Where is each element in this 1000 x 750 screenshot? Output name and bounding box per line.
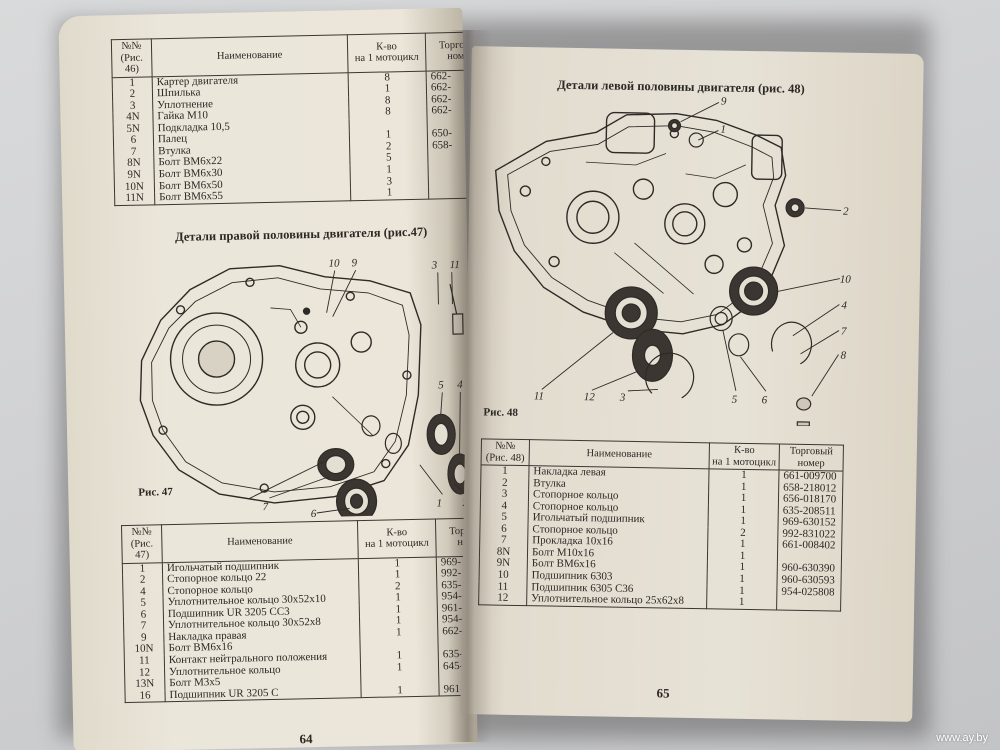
bearing-fig47 bbox=[317, 415, 402, 522]
cell-col-number: 11N bbox=[114, 192, 155, 206]
cell-col-trade-number bbox=[776, 597, 841, 611]
cell-col-number: 5N bbox=[113, 123, 154, 136]
callout-12: 12 bbox=[584, 391, 596, 403]
callout-2: 2 bbox=[843, 206, 849, 218]
cell-col-number: 13N bbox=[124, 678, 165, 691]
callout-5: 5 bbox=[732, 394, 738, 406]
callout-7: 7 bbox=[841, 326, 847, 338]
cell-col-number: 7 bbox=[113, 146, 154, 159]
callout-11: 11 bbox=[534, 390, 544, 402]
callout-7: 7 bbox=[263, 501, 269, 513]
cell-col-trade-number: 661-009700 bbox=[778, 470, 844, 484]
callout-6: 6 bbox=[311, 508, 317, 520]
cell-col-number: 5 bbox=[123, 597, 164, 610]
cell-col-qty: 1 bbox=[350, 186, 429, 201]
bearings-fig48 bbox=[604, 119, 813, 427]
cell-col-number: 7 bbox=[123, 620, 164, 633]
header-col-name: Наименование bbox=[151, 34, 349, 77]
callout-3: 3 bbox=[431, 259, 438, 271]
header-col-number: №№ (Рис. 47) bbox=[121, 524, 163, 564]
header-col-number: №№ (Рис. 46) bbox=[111, 38, 153, 78]
watermark: www.ay.by bbox=[936, 732, 988, 744]
callout-9: 9 bbox=[721, 95, 727, 107]
cell-col-number: 16 bbox=[124, 689, 166, 703]
cell-col-number: 2 bbox=[122, 574, 163, 587]
header-col-qty: К-во на 1 мотоцикл bbox=[709, 442, 780, 471]
engine-right-half-drawing: 10 9 3 11 5 4 7 6 1 2 bbox=[139, 257, 473, 522]
crankcase-outline bbox=[139, 265, 422, 504]
page-number-left: 64 bbox=[299, 731, 313, 747]
callout-9: 9 bbox=[351, 257, 357, 269]
cell-col-trade-number: 661-008402 bbox=[777, 539, 842, 553]
cell-col-number: 1 bbox=[112, 76, 153, 90]
callout-4: 4 bbox=[457, 379, 463, 391]
cell-col-number: 12 bbox=[124, 666, 165, 680]
right-page: Детали левой половины двигателя (рис. 48… bbox=[460, 46, 924, 722]
cell-col-number: 6 bbox=[123, 609, 164, 622]
engine-left-half-drawing: 9 1 2 10 4 7 8 11 12 3 5 6 bbox=[494, 95, 852, 427]
cell-col-number: 11 bbox=[124, 655, 165, 668]
header-col-name: Наименование bbox=[529, 439, 710, 469]
seal-stack-fig47 bbox=[426, 284, 473, 495]
book-spine-shadow bbox=[448, 30, 492, 742]
callout-3: 3 bbox=[619, 392, 626, 404]
header-col-qty: К-во на 1 мотоцикл bbox=[347, 33, 427, 73]
callout-5: 5 bbox=[438, 379, 444, 391]
cell-col-trade-number: 954-025808 bbox=[776, 586, 841, 599]
header-col-qty: К-во на 1 мотоцикл bbox=[357, 519, 437, 559]
crankcase-left-outline bbox=[494, 112, 787, 335]
cell-col-number: 6 bbox=[113, 134, 154, 148]
cell-col-number: 8N bbox=[113, 157, 155, 171]
cell-col-number: 4N bbox=[112, 111, 154, 125]
cell-col-number: 9 bbox=[123, 632, 164, 645]
callout-6: 6 bbox=[762, 394, 768, 406]
cell-col-number: 10N bbox=[124, 643, 165, 657]
callout-10: 10 bbox=[328, 257, 340, 269]
cell-col-number: 1 bbox=[122, 562, 163, 576]
header-col-trade-number: Торговый номер bbox=[779, 444, 844, 472]
page-number-right: 65 bbox=[656, 685, 670, 701]
callout-10: 10 bbox=[840, 274, 852, 286]
cell-col-name: Уплотнительное кольцо 25х62х8 bbox=[526, 593, 707, 609]
header-col-name: Наименование bbox=[161, 520, 359, 563]
callout-1: 1 bbox=[436, 497, 442, 509]
callout-4: 4 bbox=[841, 300, 847, 312]
cell-col-number: 3 bbox=[112, 100, 153, 113]
callout-1: 1 bbox=[720, 123, 726, 135]
cell-col-qty: 1 bbox=[706, 596, 777, 610]
section-title-fig47: Детали правой половины двигателя (рис.47… bbox=[174, 224, 428, 244]
figure-label-47: Рис. 47 bbox=[138, 486, 173, 499]
cell-col-qty: 1 bbox=[360, 684, 440, 698]
callout-8: 8 bbox=[840, 350, 846, 362]
callout-11: 11 bbox=[450, 259, 460, 271]
cell-col-number: 4 bbox=[122, 585, 164, 599]
cell-col-number: 10N bbox=[114, 180, 155, 194]
cell-col-number: 9N bbox=[114, 169, 155, 182]
cell-col-number: 2 bbox=[112, 88, 153, 101]
